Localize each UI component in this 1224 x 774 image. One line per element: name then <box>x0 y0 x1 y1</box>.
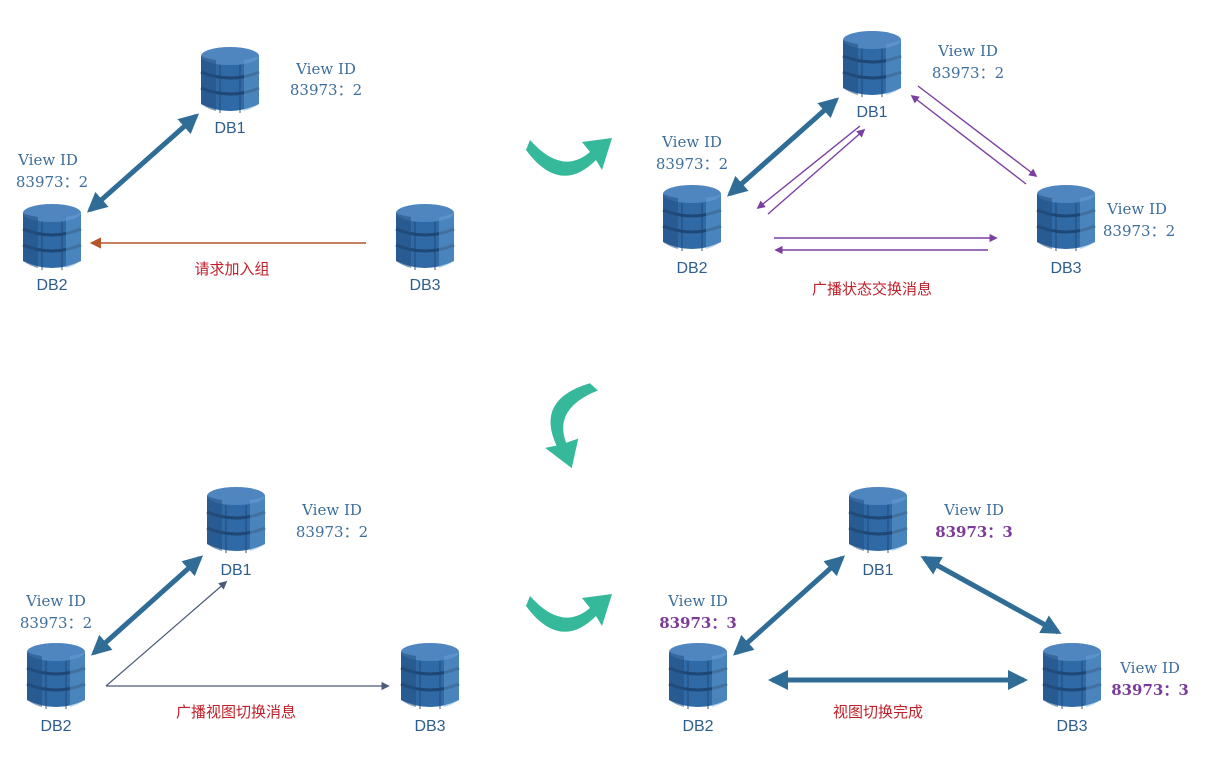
db2-view-id-label: View ID <box>661 133 722 151</box>
panel-view-change-complete: DB1 View ID 83973：3 DB2 View ID 83973：3 … <box>659 485 1189 735</box>
view-change-broadcast-caption: 广播视图切换消息 <box>176 703 296 721</box>
db1-label: DB1 <box>862 562 893 579</box>
db3-label: DB3 <box>414 718 445 735</box>
db1-database-icon <box>847 485 909 555</box>
db2-view-id-value: 83973：2 <box>20 614 92 632</box>
db1-db2-link-arrow <box>727 97 839 197</box>
db2-view-id-label: View ID <box>25 592 86 610</box>
db3-database-icon <box>1041 641 1103 711</box>
transition-arrow-2 <box>536 374 602 469</box>
db1-view-id-value: 83973：2 <box>932 64 1004 82</box>
db3-view-id-label: View ID <box>1106 200 1167 218</box>
db1-db2-link-arrow <box>91 555 203 656</box>
db3-database-icon <box>394 202 456 272</box>
db1-db2-link-arrow <box>733 555 845 656</box>
db2-label: DB2 <box>682 718 713 735</box>
db1-view-id-label: View ID <box>943 501 1004 519</box>
db2-label: DB2 <box>36 277 67 294</box>
db1-label: DB1 <box>856 104 887 121</box>
db2-view-id-label: View ID <box>17 151 78 169</box>
db1-view-id-value: 83973：2 <box>296 523 368 541</box>
db1-view-id-label: View ID <box>295 60 356 78</box>
transition-arrow-1 <box>526 138 612 176</box>
panel-state-exchange: DB1 View ID 83973：2 DB2 View ID 83973：2 … <box>656 29 1175 298</box>
db2-database-icon <box>667 641 729 711</box>
db2-view-id-value: 83973：2 <box>16 173 88 191</box>
db3-database-icon <box>399 641 461 711</box>
db1-view-id-label: View ID <box>301 501 362 519</box>
db1-label: DB1 <box>214 120 245 137</box>
db2-view-id-value: 83973：3 <box>659 614 737 632</box>
db2-database-icon <box>25 641 87 711</box>
panel-request-join: DB1 View ID 83973：2 DB2 View ID 83973：2 … <box>16 45 456 294</box>
db1-db3-link-arrow <box>920 555 1062 635</box>
db2-database-icon <box>21 202 83 272</box>
db3-label: DB3 <box>1056 718 1087 735</box>
db3-to-db1-broadcast-arrow <box>910 94 1027 185</box>
db2-database-icon <box>661 183 723 253</box>
db1-view-id-value: 83973：3 <box>935 523 1013 541</box>
db1-db2-link-arrow <box>87 113 199 213</box>
db3-view-id-label: View ID <box>1119 659 1180 677</box>
db1-view-id-value: 83973：2 <box>290 81 362 99</box>
db2-to-db1-view-change-arrow <box>105 580 228 687</box>
transition-arrow-3 <box>526 594 612 632</box>
db1-database-icon <box>199 45 261 115</box>
db3-view-id-value: 83973：2 <box>1103 222 1175 240</box>
db2-to-db1-broadcast-arrow <box>767 128 866 215</box>
db2-view-id-label: View ID <box>667 592 728 610</box>
state-exchange-caption: 广播状态交换消息 <box>812 280 932 298</box>
db2-label: DB2 <box>676 260 707 277</box>
db1-to-db3-broadcast-arrow <box>917 85 1038 178</box>
db3-label: DB3 <box>409 277 440 294</box>
db2-label: DB2 <box>40 718 71 735</box>
panel-view-change-broadcast: DB1 View ID 83973：2 DB2 View ID 83973：2 … <box>20 485 461 735</box>
view-change-complete-caption: 视图切换完成 <box>833 703 923 721</box>
join-request-caption: 请求加入组 <box>194 260 269 278</box>
db3-view-id-value: 83973：3 <box>1111 681 1189 699</box>
db1-database-icon <box>841 29 903 99</box>
db1-view-id-label: View ID <box>937 42 998 60</box>
db3-database-icon <box>1035 183 1097 253</box>
db1-label: DB1 <box>220 562 251 579</box>
db2-view-id-value: 83973：2 <box>656 155 728 173</box>
db1-to-db2-broadcast-arrow <box>756 125 861 210</box>
db3-label: DB3 <box>1050 260 1081 277</box>
db1-database-icon <box>205 485 267 555</box>
